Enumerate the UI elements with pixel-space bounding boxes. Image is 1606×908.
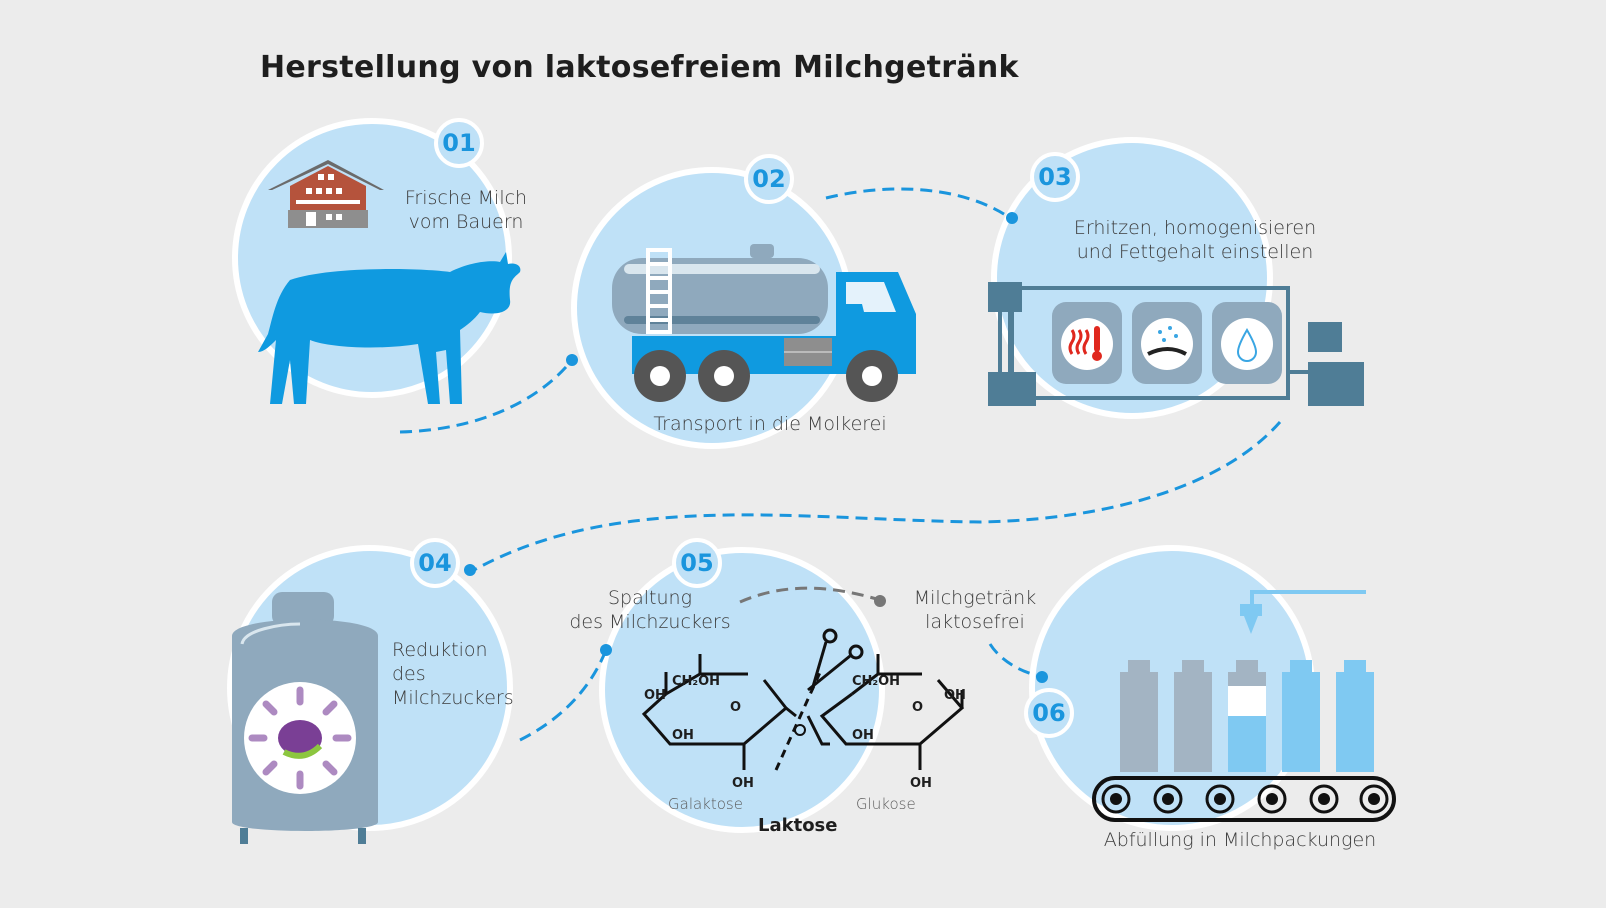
step-badge-04: 04 [410, 538, 460, 588]
ring-o-left: O [730, 700, 742, 715]
connector-dots [464, 212, 1048, 683]
galaktose-label: Galaktose [668, 795, 743, 813]
filling-conveyor-icon [1092, 590, 1396, 822]
step-badge-05: 05 [672, 538, 722, 588]
scissors-icon [807, 628, 864, 692]
oh-3: OH [732, 776, 754, 791]
cow-icon [258, 252, 521, 404]
farmhouse-icon [268, 160, 384, 228]
step-02-label: Transport in die Molkerei [653, 413, 887, 435]
step-badge-01: 01 [434, 118, 484, 168]
step-03-label: Erhitzen, homogenisieren und Fettgehalt … [1073, 217, 1317, 263]
oh-2: OH [672, 728, 694, 743]
milk-tanker-truck-icon [612, 244, 916, 402]
homogenize-icon [1141, 318, 1193, 370]
page-title: Herstellung von laktosefreiem Milchgeträ… [260, 50, 1019, 85]
step-05-label: Spaltung des Milchzuckers [569, 587, 731, 633]
oh-5: OH [910, 776, 932, 791]
processing-tanks-icon [988, 282, 1364, 406]
glukose-label: Glukose [856, 795, 916, 813]
laktose-label: Laktose [758, 815, 838, 836]
lactose-molecule-icon [641, 654, 965, 771]
connector-lines [399, 187, 1282, 742]
oh-4: OH [852, 728, 874, 743]
fat-drop-icon [1221, 318, 1273, 370]
ch2oh-left: CH₂OH [672, 674, 721, 689]
circle-step-05 [599, 547, 885, 833]
ch2oh-right: CH₂OH [852, 674, 901, 689]
step-badge-02: 02 [744, 154, 794, 204]
oh-6: OH [944, 688, 966, 703]
ring-o-right: O [912, 700, 924, 715]
step-badge-03: 03 [1030, 152, 1080, 202]
step-05-result-label: Milchgetränk laktosefrei [913, 587, 1037, 633]
heat-thermometer-icon [1061, 318, 1113, 370]
storage-tank-icon [232, 592, 378, 844]
step-badge-06: 06 [1024, 688, 1074, 738]
step-01-label: Frische Milch vom Bauern [404, 187, 528, 233]
step-04-label: Reduktion des Milchzuckers [392, 639, 514, 709]
step-06-label: Abfüllung in Milchpackungen [1103, 829, 1377, 851]
oh-1: OH [644, 688, 666, 703]
